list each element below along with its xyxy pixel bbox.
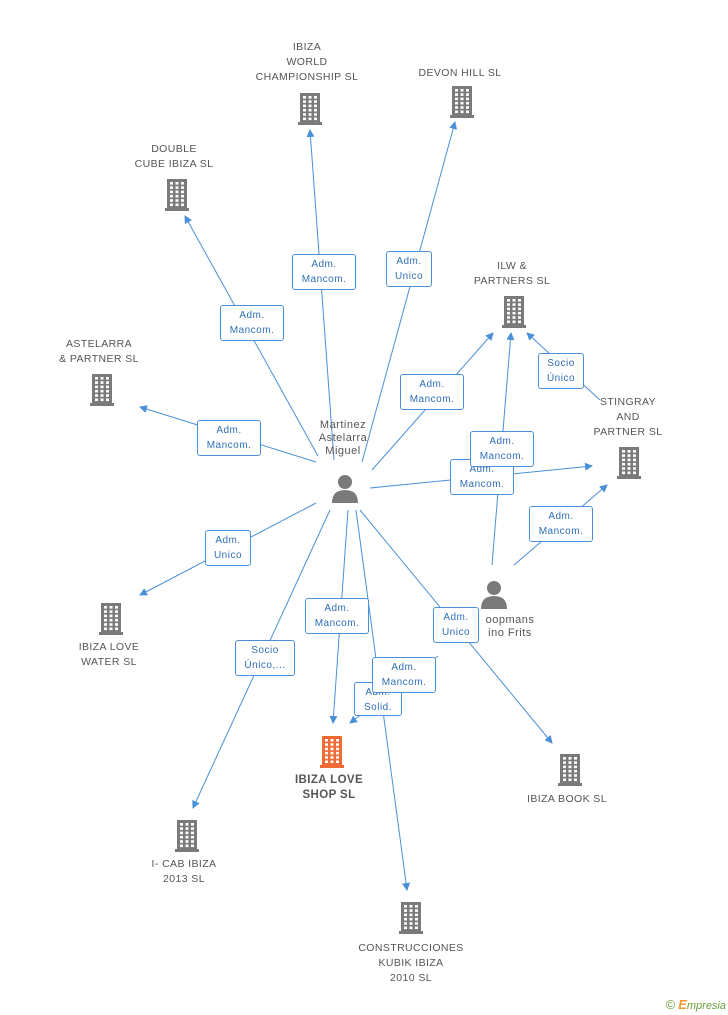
brand-name: mpresia bbox=[686, 1000, 726, 1012]
empresia-brand: ©Empresia bbox=[666, 997, 726, 1012]
edge-label-e13[interactable]: Adm. Mancom. bbox=[470, 431, 534, 467]
node-label-double_cube[interactable]: DOUBLE CUBE IBIZA SL bbox=[134, 143, 214, 170]
edge-label-e5[interactable]: Adm. Mancom. bbox=[197, 420, 261, 456]
brand-initial: E bbox=[678, 997, 687, 1012]
building-icon-ibiza_love_shop[interactable] bbox=[320, 734, 344, 773]
building-icon-devon_hill[interactable] bbox=[450, 84, 474, 123]
edge-label-e14[interactable]: Adm. Mancom. bbox=[529, 506, 593, 542]
building-icon-ibiza_world[interactable] bbox=[298, 91, 322, 130]
node-label-stingray[interactable]: STINGRAY AND PARTNER SL bbox=[593, 396, 663, 438]
edge-line-e1 bbox=[306, 129, 335, 461]
node-label-ibiza_book[interactable]: IBIZA BOOK SL bbox=[527, 793, 607, 805]
node-label-ilw_partners[interactable]: ILW & PARTNERS SL bbox=[473, 260, 551, 287]
edge-label-e7[interactable]: Adm. Unico bbox=[205, 530, 251, 566]
building-icon-stingray[interactable] bbox=[617, 445, 641, 484]
node-label-devon_hill[interactable]: DEVON HILL SL bbox=[418, 67, 502, 79]
building-icon-astelarra_partner[interactable] bbox=[90, 372, 114, 411]
node-label-martinez[interactable]: Martinez Astelarra Miguel bbox=[318, 419, 368, 457]
building-icon-ilw_partners[interactable] bbox=[502, 294, 526, 333]
node-label-icab_ibiza[interactable]: I- CAB IBIZA 2013 SL bbox=[151, 858, 217, 885]
edge-label-e12[interactable]: Adm. Unico bbox=[433, 607, 479, 643]
edge-line-e2 bbox=[361, 121, 458, 463]
node-label-ibiza_love_shop[interactable]: IBIZA LOVE SHOP SL bbox=[294, 774, 364, 801]
building-icon-ibiza_love_water[interactable] bbox=[99, 601, 123, 640]
node-label-construcciones[interactable]: CONSTRUCCIONES KUBIK IBIZA 2010 SL bbox=[358, 942, 464, 984]
edge-label-e8[interactable]: Adm. Mancom. bbox=[305, 598, 369, 634]
node-label-ibiza_love_water[interactable]: IBIZA LOVE WATER SL bbox=[78, 641, 140, 668]
edge-label-e11[interactable]: Adm. Mancom. bbox=[372, 657, 436, 693]
node-label-koopmans[interactable]: oopmans ino Frits bbox=[485, 614, 535, 639]
edge-label-e4[interactable]: Adm. Mancom. bbox=[400, 374, 464, 410]
node-label-astelarra_partner[interactable]: ASTELARRA & PARTNER SL bbox=[59, 338, 139, 365]
copyright-symbol: © bbox=[665, 997, 676, 1012]
edge-label-e3[interactable]: Adm. Mancom. bbox=[220, 305, 284, 341]
building-icon-icab_ibiza[interactable] bbox=[175, 818, 199, 857]
person-icon-koopmans[interactable] bbox=[479, 579, 509, 614]
node-label-ibiza_world[interactable]: IBIZA WORLD CHAMPIONSHIP SL bbox=[255, 41, 359, 83]
edge-label-e15[interactable]: Socio Único bbox=[538, 353, 584, 389]
building-icon-double_cube[interactable] bbox=[165, 177, 189, 216]
edge-label-e2[interactable]: Adm. Unico bbox=[386, 251, 432, 287]
edge-label-e9[interactable]: Socio Único,... bbox=[235, 640, 295, 676]
person-icon-martinez[interactable] bbox=[330, 473, 360, 508]
building-icon-construcciones[interactable] bbox=[399, 900, 423, 939]
edge-label-e1[interactable]: Adm. Mancom. bbox=[292, 254, 356, 290]
building-icon-ibiza_book[interactable] bbox=[558, 752, 582, 791]
